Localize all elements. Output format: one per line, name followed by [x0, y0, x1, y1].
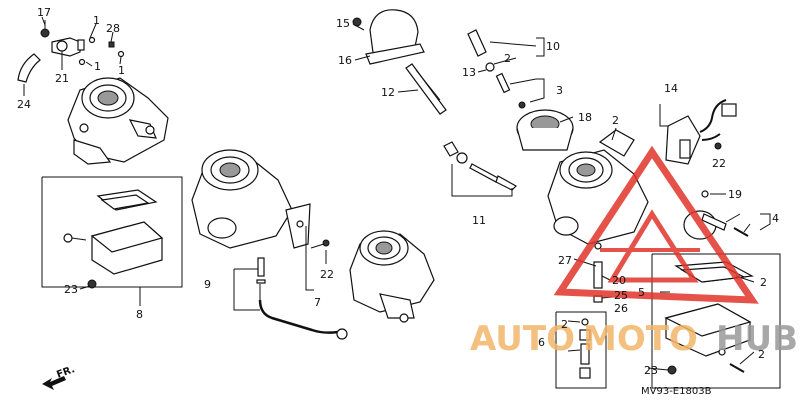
callout-14: 14	[664, 82, 678, 95]
lower-carburetor-body	[349, 230, 435, 323]
callout-18: 18	[578, 111, 592, 124]
callout-19: 19	[728, 188, 742, 201]
callout-1: 1	[118, 64, 125, 77]
callout-1: 1	[93, 14, 100, 27]
callout-7: 7	[314, 296, 321, 309]
watermark-text-moto: MOTO	[583, 319, 698, 359]
callout-24: 24	[17, 98, 31, 111]
throttle-cable-assembly	[233, 257, 348, 340]
watermark-text-auto: AUTO	[470, 319, 575, 359]
center-carburetor-body	[191, 149, 330, 249]
callout-22: 22	[320, 268, 334, 281]
callout-13: 13	[462, 66, 476, 79]
callout-21: 21	[55, 72, 69, 85]
callout-15: 15	[336, 17, 350, 30]
callout-23: 23	[64, 283, 78, 296]
callout-16: 16	[338, 54, 352, 67]
right-carburetor-body	[547, 129, 649, 303]
callout-8: 8	[136, 308, 143, 321]
throttle-position-sensor	[659, 99, 737, 165]
callout-labels: 17 1 28 1 1 21 24 23 8 9 22 7 15 16 12 1…	[17, 6, 779, 397]
pilot-screw-set	[443, 141, 517, 197]
callout-25: 25	[614, 289, 628, 302]
callout-10: 10	[546, 40, 560, 53]
callout-23: 23	[644, 364, 658, 377]
callout-1: 1	[94, 60, 101, 73]
piston-needle-assembly	[467, 29, 574, 151]
callout-6: 6	[538, 336, 545, 349]
callout-4: 4	[772, 212, 779, 225]
front-label: FR.	[55, 364, 76, 381]
watermark-text-hub: HUB	[716, 319, 798, 359]
float-chamber-box-left	[41, 176, 183, 289]
callout-2: 2	[612, 114, 619, 127]
callout-2: 2	[760, 276, 767, 289]
vacuum-chamber-cover	[352, 9, 447, 115]
callout-2: 2	[758, 348, 765, 361]
left-carburetor-body	[67, 77, 169, 165]
callout-20: 20	[612, 274, 626, 287]
callout-17: 17	[37, 6, 51, 19]
callout-12: 12	[381, 86, 395, 99]
front-direction-arrow: FR.	[42, 364, 76, 390]
callout-27: 27	[558, 254, 572, 267]
jet-set-box	[555, 311, 607, 389]
fuel-joint-assembly	[17, 20, 125, 83]
callout-2: 2	[561, 318, 568, 331]
callout-2: 2	[504, 52, 511, 65]
callout-28: 28	[106, 22, 120, 35]
float-chamber-box-right	[651, 253, 781, 389]
leader-lines	[23, 16, 771, 371]
callout-11: 11	[472, 214, 486, 227]
watermark-logo: AUTO MOTO HUB	[470, 145, 798, 359]
callout-5: 5	[638, 286, 645, 299]
callout-22: 22	[712, 157, 726, 170]
callout-3: 3	[556, 84, 563, 97]
diagram-code: MV93-E1803B	[641, 386, 712, 397]
callout-26: 26	[614, 302, 628, 315]
callout-9: 9	[204, 278, 211, 291]
